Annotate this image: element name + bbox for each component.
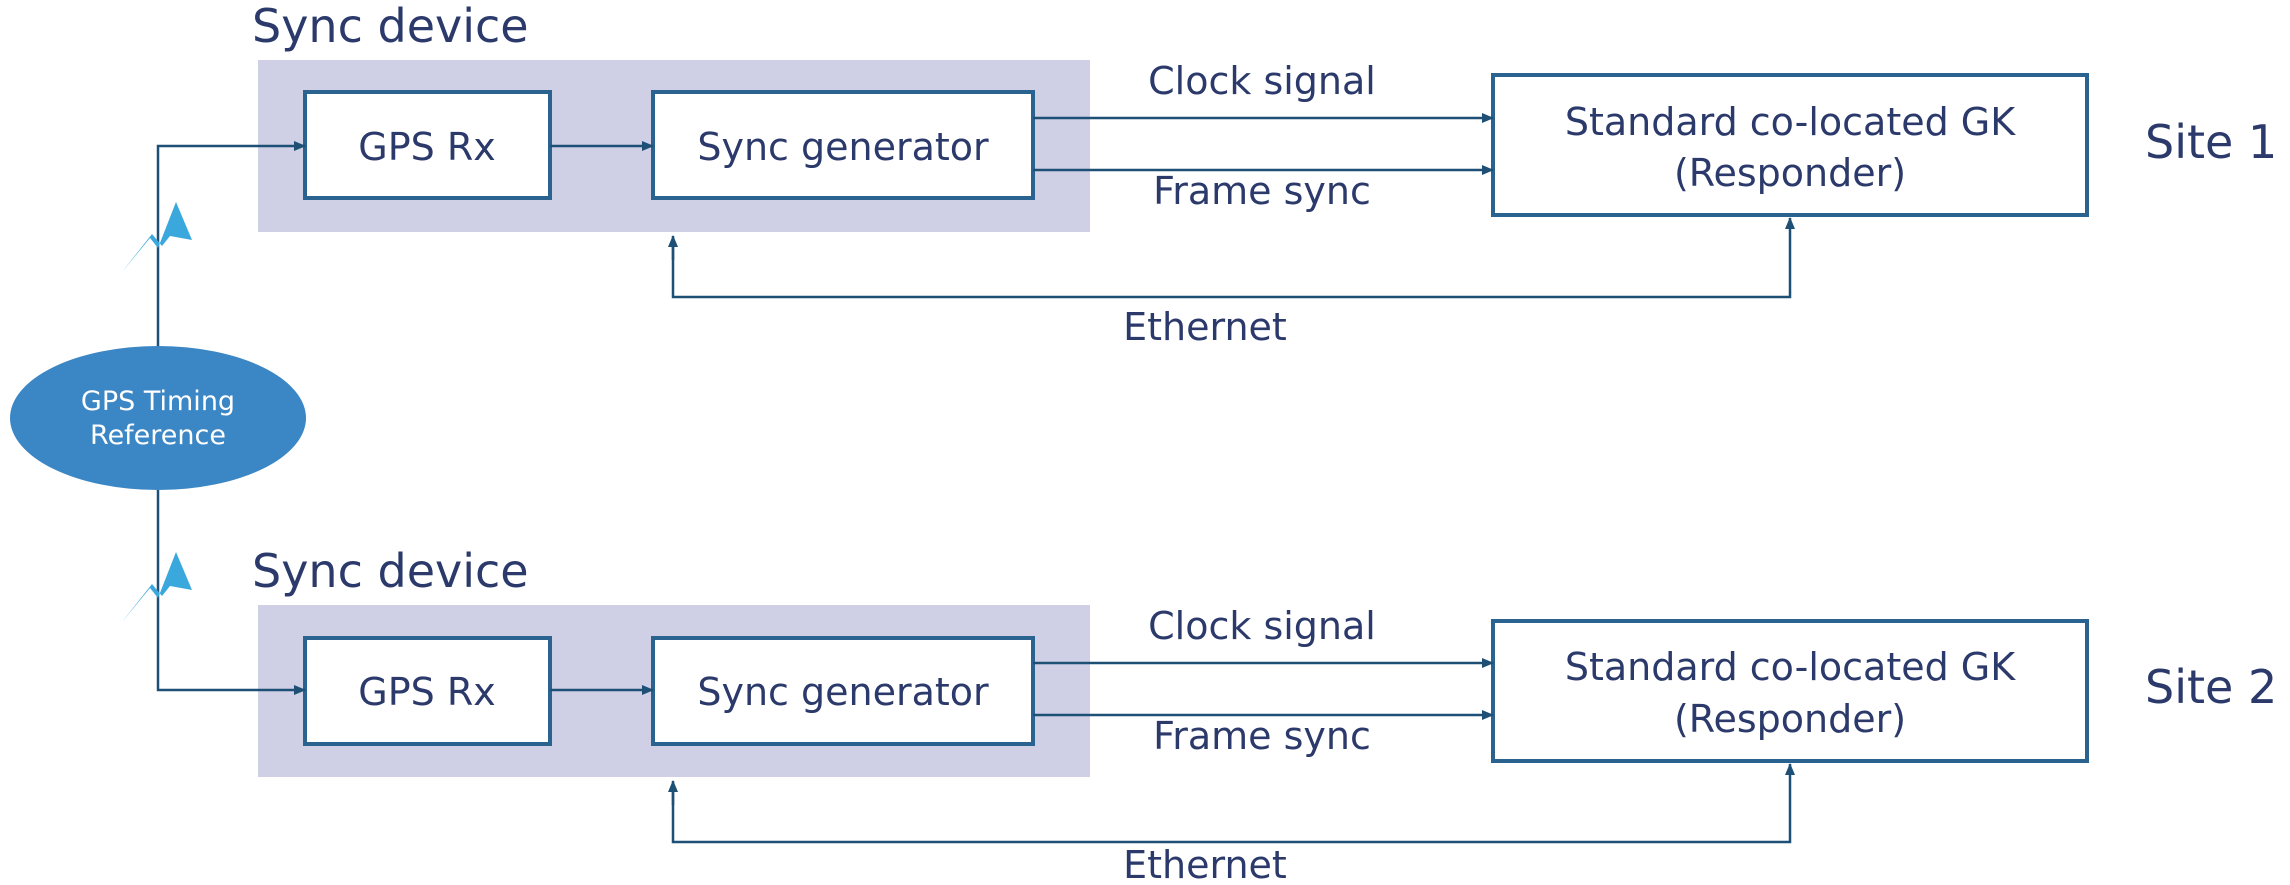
ethernet-connection xyxy=(671,217,1795,299)
gps-rx-label: GPS Rx xyxy=(358,670,495,714)
ethernet-label: Ethernet xyxy=(1123,843,1287,885)
gk-label-line1: Standard co-located GK xyxy=(1565,645,2016,689)
site-label: Site 2 xyxy=(2145,660,2277,714)
lightning-icon xyxy=(122,202,192,272)
gps-timing-reference xyxy=(10,346,306,490)
frame-sync-label: Frame sync xyxy=(1153,169,1371,213)
site-label: Site 1 xyxy=(2145,115,2277,169)
gps-rx-box xyxy=(303,636,552,746)
gps-rx-box xyxy=(303,90,552,200)
sync-generator-label: Sync generator xyxy=(697,125,989,169)
sync-generator-box xyxy=(651,90,1035,200)
sync-generator-label: Sync generator xyxy=(697,670,989,714)
lightning-icon xyxy=(122,552,192,622)
ethernet-label: Ethernet xyxy=(1123,305,1287,349)
gps-reference-line1: GPS Timing xyxy=(81,386,235,417)
site-2-group: Sync device GPS Rx Sync generator Standa… xyxy=(252,544,2277,885)
gps-reference-line2: Reference xyxy=(90,420,226,451)
gk-label-line1: Standard co-located GK xyxy=(1565,100,2016,144)
gk-responder-box xyxy=(1491,619,2089,763)
sync-device-title: Sync device xyxy=(252,0,529,53)
gps-to-site1-connection xyxy=(156,141,306,347)
clock-signal-label: Clock signal xyxy=(1148,604,1376,648)
sync-generator-box xyxy=(651,636,1035,746)
gk-label-line2: (Responder) xyxy=(1674,151,1906,195)
gk-responder-box xyxy=(1491,73,2089,217)
frame-sync-label: Frame sync xyxy=(1153,714,1371,758)
ethernet-connection xyxy=(671,763,1795,844)
gps-to-site2-connection xyxy=(156,490,306,695)
gps-reference-group: GPS Timing Reference xyxy=(10,141,306,695)
sync-device-title: Sync device xyxy=(252,544,529,598)
gk-label-line2: (Responder) xyxy=(1674,697,1906,741)
site-1-group: Sync device GPS Rx Sync generator Standa… xyxy=(252,0,2277,349)
clock-signal-label: Clock signal xyxy=(1148,59,1376,103)
gps-rx-label: GPS Rx xyxy=(358,125,495,169)
